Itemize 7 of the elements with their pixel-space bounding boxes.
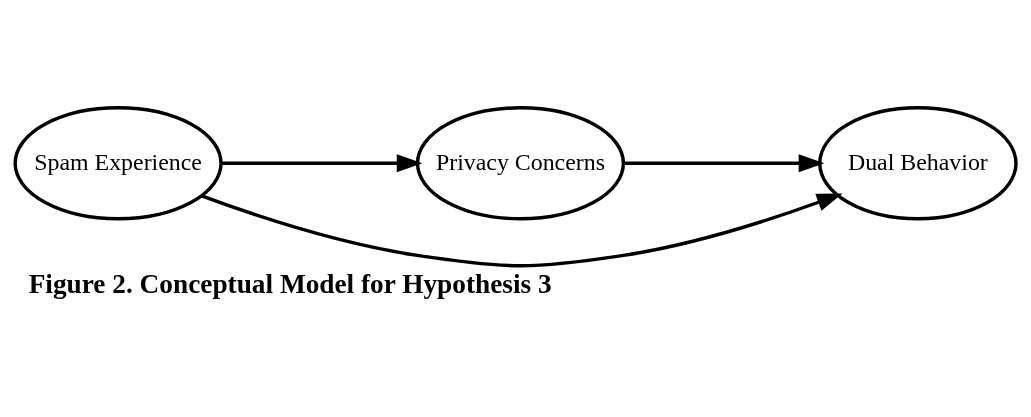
node-ellipse: Spam Experience xyxy=(13,105,223,220)
arrow xyxy=(623,153,825,172)
caption: Figure 2. Conceptual Model for Hypothesis 3 xyxy=(28,268,552,299)
arrow xyxy=(221,153,423,172)
arrow xyxy=(201,192,843,267)
node-ellipse: Dual Behavior xyxy=(818,105,1018,220)
node-ellipse: Privacy Concerns xyxy=(415,105,626,220)
